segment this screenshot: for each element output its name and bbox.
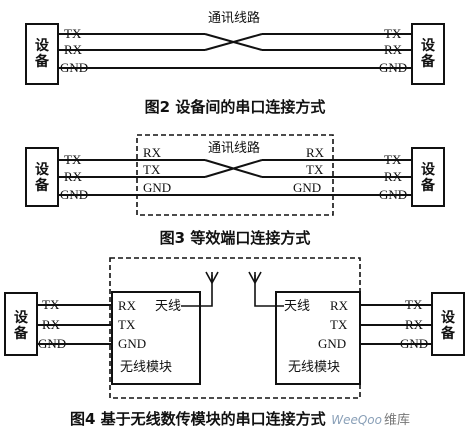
fig4-right-dev-gnd-label: GND (400, 336, 428, 351)
fig2-left-device-label: 设备 (34, 38, 50, 70)
fig4-right-antenna-feed (254, 275, 284, 307)
fig4-caption: 图4 基于无线数传模块的串口连接方式 (70, 410, 326, 428)
fig4-left-antenna-feed (181, 275, 213, 307)
fig4-right-module-tx-label: TX (330, 317, 348, 332)
fig3-right-gnd-label: GND (379, 187, 407, 202)
fig3-inner-rx-label: RX (143, 145, 162, 160)
fig3-inner-right-gnd-label: GND (293, 180, 321, 195)
fig3-inner-gnd-label: GND (143, 180, 171, 195)
fig4-right-dev-rx-label: RX (405, 317, 424, 332)
fig3-cross-line-b (204, 159, 263, 178)
fig3-inner-tx-label: TX (143, 162, 161, 177)
fig4-right-antenna-icon (248, 271, 262, 285)
fig3-equivalent-port-dashed-box (136, 134, 334, 216)
fig4-left-device-label: 设备 (13, 310, 29, 342)
fig4-left-module-rx-label: RX (118, 298, 137, 313)
fig4-right-dev-tx-label: TX (405, 297, 423, 312)
fig2-left-gnd-label: GND (60, 60, 88, 75)
fig2-right-device-label: 设备 (420, 38, 436, 70)
fig2-left-device-box (25, 23, 59, 85)
fig2-right-tx-label: TX (384, 26, 402, 41)
fig4-left-dev-tx-label: TX (42, 297, 60, 312)
fig3-left-device-label: 设备 (34, 162, 50, 194)
fig3-caption: 图3 等效端口连接方式 (160, 229, 311, 247)
fig4-right-module-gnd-label: GND (318, 336, 346, 351)
fig3-inner-right-tx-label: TX (306, 162, 324, 177)
fig4-right-module-rx-label: RX (330, 298, 349, 313)
watermark-brand: WeeQoo (331, 413, 382, 427)
fig3-right-device-label: 设备 (420, 162, 436, 194)
weeqoo-watermark: WeeQoo 维库 (331, 412, 410, 428)
fig3-right-tx-label: TX (384, 152, 402, 167)
fig3-inner-right-rx-label: RX (306, 145, 325, 160)
fig4-left-dev-gnd-label: GND (38, 336, 66, 351)
fig3-left-tx-label: TX (64, 152, 82, 167)
fig3-line-label: 通讯线路 (208, 140, 260, 156)
fig4-left-antenna-label: 天线 (155, 299, 181, 314)
fig4-left-module-gnd-label: GND (118, 336, 146, 351)
fig2-right-device-box (411, 23, 445, 85)
fig4-right-module-label: 无线模块 (288, 360, 340, 375)
fig4-right-device-label: 设备 (440, 310, 456, 342)
fig4-right-antenna-label: 天线 (284, 299, 310, 314)
fig2-right-gnd-label: GND (379, 60, 407, 75)
fig4-left-wireless-module-box (111, 291, 201, 385)
fig4-left-dev-rx-label: RX (42, 317, 61, 332)
fig4-right-wireless-module-box (275, 291, 361, 385)
fig2-right-rx-label: RX (384, 42, 403, 57)
fig3-left-rx-label: RX (64, 169, 83, 184)
fig4-left-module-tx-label: TX (118, 317, 136, 332)
watermark-suffix: 维库 (384, 412, 410, 428)
fig2-left-rx-label: RX (64, 42, 83, 57)
fig4-left-module-label: 无线模块 (120, 360, 172, 375)
fig2-caption: 图2 设备间的串口连接方式 (145, 98, 326, 116)
fig2-left-tx-label: TX (64, 26, 82, 41)
fig3-left-gnd-label: GND (60, 187, 88, 202)
fig2-line-label: 通讯线路 (208, 10, 260, 26)
fig4-dashed-outer-box (109, 257, 361, 399)
fig3-right-rx-label: RX (384, 169, 403, 184)
fig4-left-antenna-icon (205, 271, 219, 285)
fig2-cross-line-b (204, 33, 263, 51)
